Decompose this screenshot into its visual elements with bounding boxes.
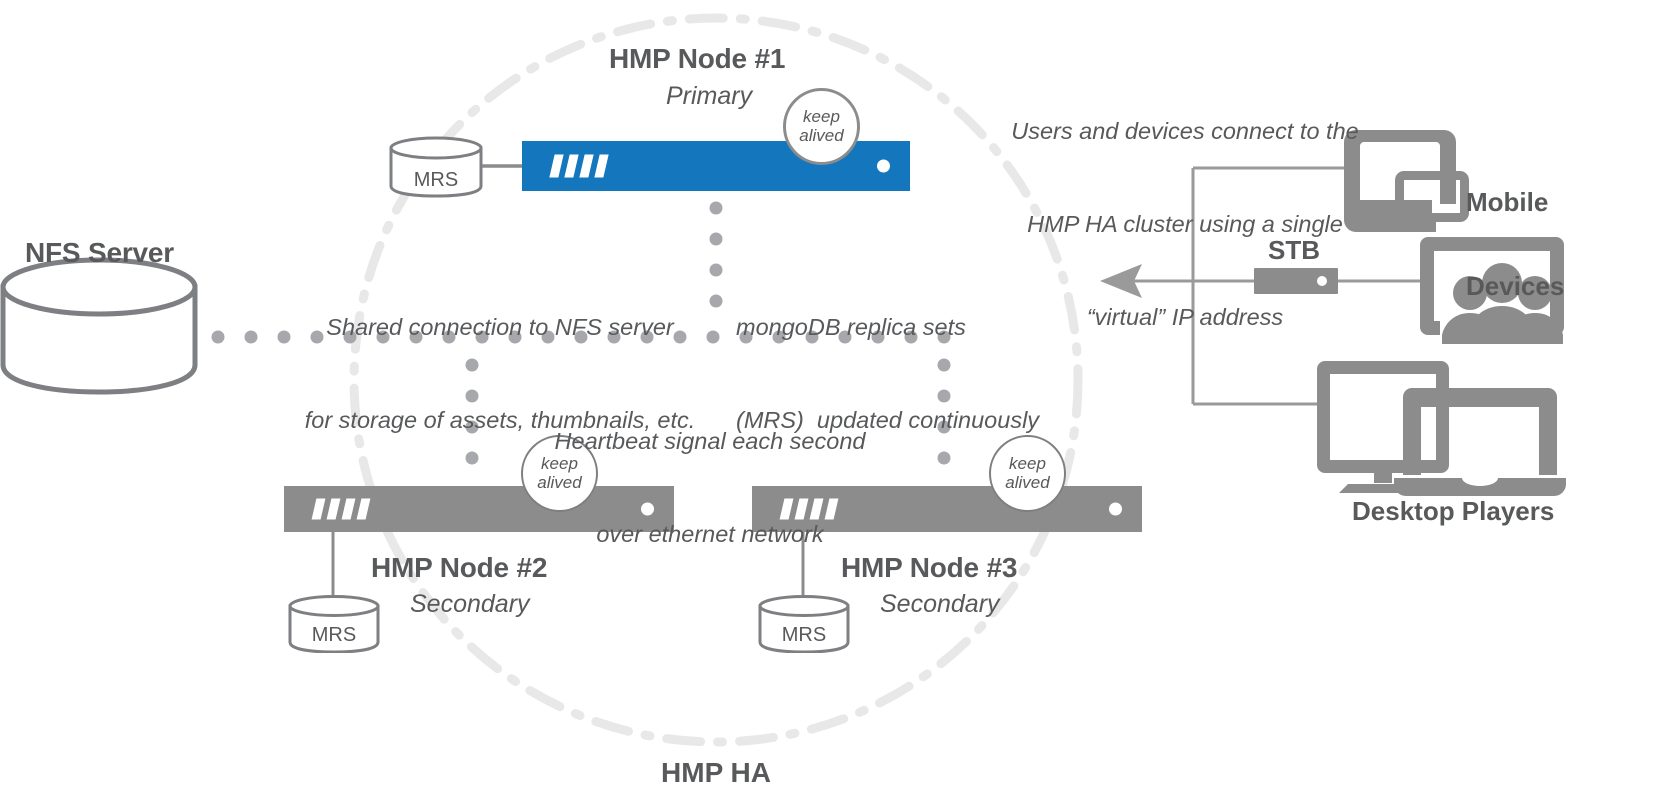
node3-mrs-db[interactable]: MRS — [758, 595, 850, 653]
node3-keepalived-badge[interactable]: keep alived — [989, 435, 1066, 512]
node2-server-bar[interactable] — [284, 486, 674, 532]
node3-title: HMP Node #3 — [841, 552, 1018, 583]
node2-keepalived-line1: keep — [541, 454, 578, 474]
node1-mrs-db[interactable]: MRS — [389, 136, 483, 198]
node1-status-led-icon — [877, 159, 890, 173]
mobile-devices-label: Mobile Devices — [1466, 132, 1564, 357]
node3-status-led-icon — [1109, 502, 1122, 516]
mongodb-replica-dotted-line-center — [709, 201, 723, 308]
node2-vents-icon — [311, 498, 371, 520]
nfs-note-line1: Shared connection to NFS server — [326, 314, 674, 341]
mongo-note-line1: mongoDB replica sets — [736, 314, 966, 341]
node2-role: Secondary — [410, 590, 530, 618]
clients-note-line3: “virtual” IP address — [1086, 304, 1284, 331]
mobile-devices-label-line1: Mobile — [1466, 187, 1549, 218]
mongo-note-line2: (MRS) updated continuously — [736, 407, 1040, 434]
node3-mrs-label: MRS — [781, 624, 827, 646]
node2-title: HMP Node #2 — [371, 552, 548, 583]
stb-label: STB — [1268, 235, 1320, 265]
heartbeat-note: Heartbeat signal each second over ethern… — [510, 364, 910, 612]
desktop-players-label: Desktop Players — [1352, 496, 1555, 526]
node2-status-led-icon — [641, 502, 654, 516]
mongodb-replica-note: mongoDB replica sets (MRS) updated conti… — [736, 250, 1082, 498]
node3-keepalived-line2: alived — [1005, 472, 1050, 492]
node2-keepalived-line2: alived — [537, 472, 582, 492]
clients-note-line2: HMP HA cluster using a single — [1027, 211, 1343, 238]
heartbeat-line2: over ethernet network — [596, 521, 824, 548]
node3-server-bar[interactable] — [752, 486, 1142, 532]
node1-keepalived-line2: alived — [799, 125, 844, 145]
node3-keepalived-line1: keep — [1009, 454, 1046, 474]
node1-title: HMP Node #1 — [609, 43, 786, 74]
virtual-ip-note: Users and devices connect to the HMP HA … — [975, 54, 1395, 395]
node1-mrs-label: MRS — [413, 169, 459, 191]
node1-keepalived-line1: keep — [803, 107, 840, 127]
node3-mrs-cylinder-icon — [758, 595, 850, 653]
node3-role: Secondary — [880, 590, 1000, 618]
node2-mrs-label: MRS — [311, 624, 357, 646]
node2-mrs-cylinder-icon — [288, 595, 380, 653]
nfs-shared-connection-note: Shared connection to NFS server for stor… — [290, 250, 710, 498]
node2-mrs-db[interactable]: MRS — [288, 595, 380, 653]
heartbeat-line1: Heartbeat signal each second — [554, 428, 866, 455]
node1-keepalived-badge[interactable]: keep alived — [783, 88, 860, 165]
cluster-label-line1: HMP HA — [661, 757, 771, 789]
nfs-server-label: NFS Server — [25, 237, 174, 268]
node2-keepalived-badge[interactable]: keep alived — [521, 435, 598, 512]
node1-vents-icon — [549, 154, 609, 178]
mobile-devices-label-line2: Devices — [1466, 271, 1565, 302]
node1-role: Primary — [666, 82, 753, 110]
nfs-note-line2: for storage of assets, thumbnails, etc. — [304, 407, 696, 434]
clients-note-line1: Users and devices connect to the — [1011, 118, 1359, 145]
cluster-label: HMP HA Cluster — [586, 690, 846, 810]
nfs-server-icon — [0, 257, 198, 395]
node1-mrs-cylinder-icon — [389, 136, 483, 198]
